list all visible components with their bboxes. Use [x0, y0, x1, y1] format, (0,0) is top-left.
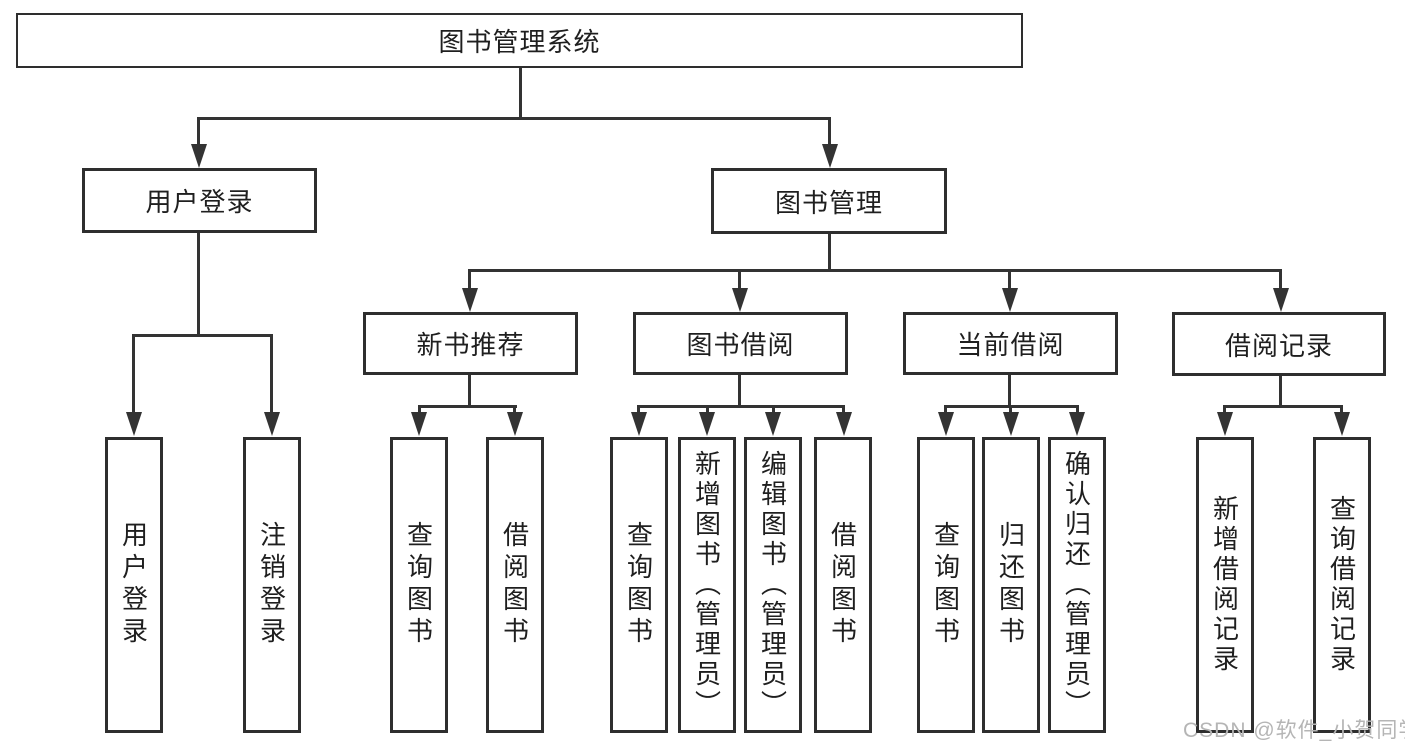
connector-root-stub: [519, 66, 522, 120]
arrow-down-icon: [1003, 412, 1019, 436]
node-current-borrowing: 当前借阅: [903, 312, 1118, 375]
node-book-borrowing: 图书借阅: [633, 312, 848, 375]
connector-new-book-drop: [468, 269, 471, 291]
arrow-down-icon: [732, 288, 748, 312]
arrow-down-icon: [631, 412, 647, 436]
arrow-down-icon: [1217, 412, 1233, 436]
node-leaf-borrow-book-recommend: 借阅图书: [486, 437, 544, 733]
connector-current-stub: [1008, 372, 1011, 408]
arrow-down-icon: [836, 412, 852, 436]
connector-leaf-drop: [1076, 405, 1079, 415]
node-leaf-add-borrow-record: 新增借阅记录: [1196, 437, 1254, 733]
arrow-down-icon: [507, 412, 523, 436]
arrow-down-icon: [765, 412, 781, 436]
node-leaf-query-borrow-record: 查询借阅记录: [1313, 437, 1371, 733]
node-leaf-return-book: 归还图书: [982, 437, 1040, 733]
node-leaf-query-book-current: 查询图书: [917, 437, 975, 733]
connector-current-drop: [1008, 269, 1011, 291]
arrow-down-icon: [1273, 288, 1289, 312]
connector-new-book-stub: [468, 372, 471, 408]
connector-book-mgmt-drop: [828, 117, 831, 149]
arrow-down-icon: [462, 288, 478, 312]
connector-leaf-drop: [772, 405, 775, 415]
connector-leaf-drop: [1009, 405, 1012, 415]
connector-records-rail: [1223, 405, 1343, 408]
node-leaf-confirm-return-admin: 确认归还（管理员）: [1048, 437, 1106, 733]
arrow-down-icon: [1002, 288, 1018, 312]
connector-leaf-drop: [706, 405, 709, 415]
connector-user-login-drop: [197, 117, 200, 149]
connector-leaf-drop: [1340, 405, 1343, 415]
node-book-management: 图书管理: [711, 168, 947, 234]
connector-records-drop: [1279, 269, 1282, 291]
node-leaf-add-book-admin: 新增图书（管理员）: [678, 437, 736, 733]
arrow-down-icon: [822, 144, 838, 168]
arrow-down-icon: [699, 412, 715, 436]
connector-book-mgmt-stub: [828, 231, 831, 272]
arrow-down-icon: [1334, 412, 1350, 436]
connector-records-stub: [1279, 372, 1282, 408]
arrow-down-icon: [191, 144, 207, 168]
connector-logout-drop: [270, 334, 273, 414]
connector-borrowing-stub: [738, 372, 741, 408]
arrow-down-icon: [938, 412, 954, 436]
node-leaf-query-book-borrowing: 查询图书: [610, 437, 668, 733]
node-leaf-query-book-recommend: 查询图书: [390, 437, 448, 733]
arrow-down-icon: [411, 412, 427, 436]
csdn-watermark: CSDN @软件_小贺同学: [1183, 719, 1405, 742]
connector-new-book-rail: [418, 405, 517, 408]
node-borrow-records: 借阅记录: [1172, 312, 1386, 376]
node-leaf-user-login: 用户登录: [105, 437, 163, 733]
connector-leaf-drop: [513, 405, 516, 415]
node-leaf-edit-book-admin: 编辑图书（管理员）: [744, 437, 802, 733]
node-leaf-borrow-book: 借阅图书: [814, 437, 872, 733]
connector-user-login-stub: [197, 231, 200, 337]
connector-borrowing-rail: [637, 405, 845, 408]
node-user-login: 用户登录: [82, 168, 317, 233]
connector-login-drop: [132, 334, 135, 414]
connector-user-login-rail: [132, 334, 273, 337]
node-library-system: 图书管理系统: [16, 13, 1023, 68]
connector-level3-rail: [469, 269, 1282, 272]
connector-level2-rail: [197, 117, 831, 120]
connector-leaf-drop: [944, 405, 947, 415]
connector-leaf-drop: [1223, 405, 1226, 415]
connector-leaf-drop: [842, 405, 845, 415]
connector-leaf-drop: [418, 405, 421, 415]
arrow-down-icon: [126, 412, 142, 436]
arrow-down-icon: [264, 412, 280, 436]
arrow-down-icon: [1069, 412, 1085, 436]
connector-borrowing-drop: [738, 269, 741, 291]
node-new-book-recommend: 新书推荐: [363, 312, 578, 375]
connector-leaf-drop: [637, 405, 640, 415]
node-leaf-logout: 注销登录: [243, 437, 301, 733]
